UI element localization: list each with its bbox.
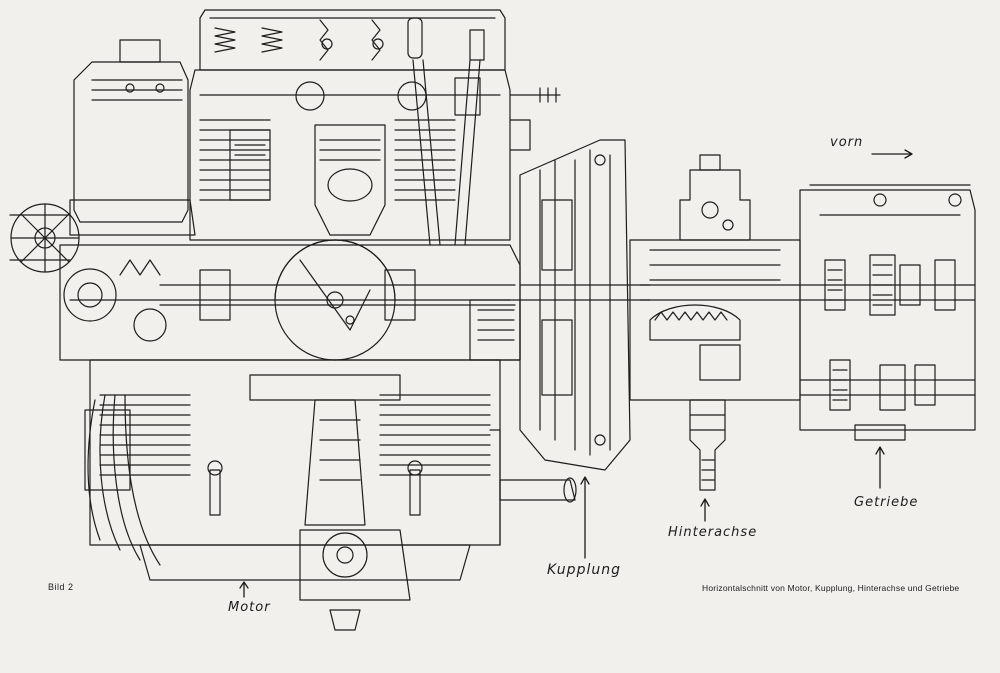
valve-springs — [214, 17, 485, 61]
getriebe-arrow — [875, 446, 885, 489]
clutch-section — [519, 139, 651, 471]
label-kupplung: Kupplung — [547, 562, 621, 578]
label-hinterachse: Hinterachse — [668, 525, 758, 540]
figure-number: Bild 2 — [48, 582, 74, 592]
engine-section — [9, 9, 577, 631]
hinterachse-arrow — [700, 498, 710, 522]
motor-arrow — [239, 581, 249, 598]
label-getriebe: Getriebe — [854, 495, 919, 510]
vorn-arrow — [871, 149, 913, 159]
fan-pulley — [10, 203, 80, 273]
label-motor: Motor — [228, 600, 271, 615]
rear-axle-section — [629, 154, 801, 491]
label-arrows — [239, 149, 913, 598]
kupplung-arrow — [580, 476, 590, 559]
generator — [69, 39, 196, 236]
figure-caption: Horizontalschnitt von Motor, Kupplung, H… — [702, 583, 960, 593]
gearbox-section — [799, 184, 976, 441]
label-direction-forward: vorn — [830, 135, 864, 150]
